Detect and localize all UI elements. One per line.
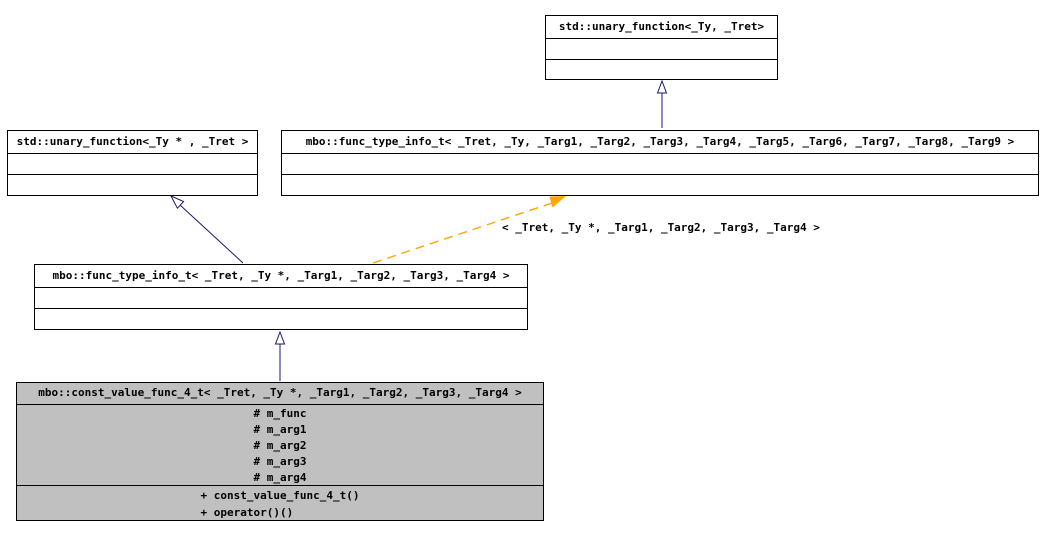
attribute-row: # m_arg1 — [253, 423, 307, 436]
empty-compartment — [35, 287, 527, 308]
inheritance-arrowhead-icon — [169, 194, 185, 210]
methods-compartment: + const_value_func_4_t() + operator()() — [17, 485, 543, 520]
method-row: + operator()() — [200, 506, 294, 519]
attribute-row: # m_func — [253, 407, 307, 420]
class-title: std::unary_function<_Ty * , _Tret > — [16, 135, 249, 148]
class-title: mbo::const_value_func_4_t< _Tret, _Ty *,… — [38, 386, 522, 399]
empty-compartment — [546, 59, 777, 79]
class-box-std-unary-function-typtr-tret[interactable]: std::unary_function<_Ty * , _Tret > — [7, 130, 258, 196]
attribute-row: # m_arg2 — [253, 439, 307, 452]
class-title: mbo::func_type_info_t< _Tret, _Ty, _Targ… — [305, 135, 1015, 148]
attributes-compartment: # m_func # m_arg1 # m_arg2 # m_arg3 # m_… — [17, 404, 543, 485]
class-box-const-value-func-4-t[interactable]: mbo::const_value_func_4_t< _Tret, _Ty *,… — [16, 382, 544, 521]
method-row: + const_value_func_4_t() — [200, 489, 360, 502]
empty-compartment — [546, 38, 777, 59]
inheritance-arrowhead-icon — [656, 79, 668, 94]
class-box-func-type-info-t-9args[interactable]: mbo::func_type_info_t< _Tret, _Ty, _Targ… — [281, 130, 1039, 196]
attribute-row: # m_arg3 — [253, 455, 307, 468]
empty-compartment — [282, 153, 1038, 174]
inheritance-edge-info4-to-unary-ptr — [179, 204, 244, 264]
template-args-label: < _Tret, _Ty *, _Targ1, _Targ2, _Targ3, … — [502, 221, 820, 234]
empty-compartment — [8, 153, 257, 174]
empty-compartment — [282, 174, 1038, 195]
inheritance-arrowhead-icon — [274, 330, 286, 345]
class-box-std-unary-function-ty-tret[interactable]: std::unary_function<_Ty, _Tret> — [545, 15, 778, 80]
attribute-row: # m_arg4 — [253, 471, 307, 484]
class-box-func-type-info-t-4args[interactable]: mbo::func_type_info_t< _Tret, _Ty *, _Ta… — [34, 264, 528, 330]
empty-compartment — [35, 308, 527, 329]
class-title: mbo::func_type_info_t< _Tret, _Ty *, _Ta… — [52, 269, 510, 282]
template-arrowhead-icon — [549, 196, 566, 208]
class-title: std::unary_function<_Ty, _Tret> — [558, 20, 765, 33]
empty-compartment — [8, 174, 257, 195]
